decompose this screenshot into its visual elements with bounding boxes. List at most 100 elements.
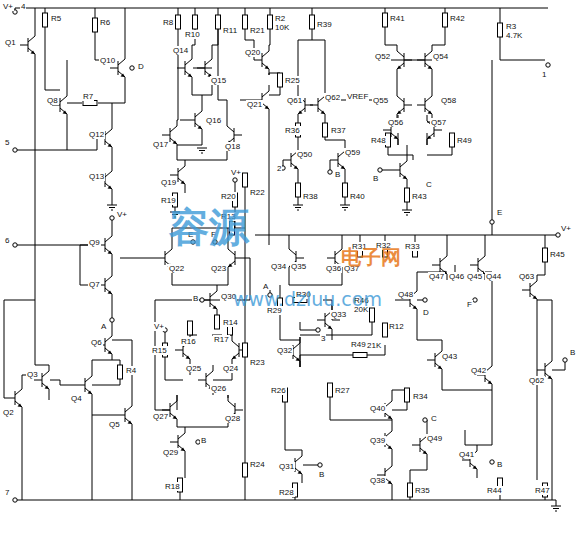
- watermark: www.dzluu.com: [232, 288, 383, 310]
- part-label: Q26: [210, 384, 227, 393]
- part-label: 1: [541, 70, 547, 79]
- part-label: Q15: [210, 76, 227, 85]
- part-label: Q9: [88, 238, 101, 247]
- part-label: Q44: [485, 272, 502, 281]
- part-label: Q23: [210, 264, 227, 273]
- part-label: D: [422, 308, 430, 317]
- part-label: Q41: [458, 450, 475, 459]
- ground-symbols: [107, 148, 561, 511]
- part-label: 4.7K: [505, 31, 523, 40]
- part-label: Q4: [70, 394, 83, 403]
- part-label: Q6: [90, 338, 103, 347]
- part-label: Q49: [426, 434, 443, 443]
- part-label: R8: [162, 18, 174, 27]
- transistor-symbols: [7, 30, 552, 490]
- part-label: V+: [230, 168, 242, 177]
- part-label: Q22: [168, 264, 185, 273]
- terminals: [13, 10, 567, 502]
- part-label: 10K: [274, 23, 290, 32]
- part-label: R48: [370, 136, 387, 145]
- part-label: R10: [184, 30, 201, 39]
- part-label: R17: [213, 335, 230, 344]
- part-label: R16: [180, 337, 197, 346]
- part-label: R7: [82, 92, 94, 101]
- part-label: R47: [534, 486, 551, 495]
- part-label: Q38: [369, 476, 386, 485]
- part-label: R14: [222, 318, 239, 327]
- part-label: Q27: [152, 412, 169, 421]
- part-label: V+: [116, 210, 128, 219]
- part-label: R36: [284, 126, 301, 135]
- part-label: Q10: [99, 56, 116, 65]
- part-label: R45: [549, 250, 566, 259]
- part-label: Q13: [88, 172, 105, 181]
- part-label: B: [372, 174, 379, 183]
- part-label: Q29: [162, 448, 179, 457]
- part-label: R42: [449, 14, 466, 23]
- part-label: Q40: [369, 404, 386, 413]
- part-label: Q45: [466, 272, 483, 281]
- watermark: 电子网: [340, 246, 402, 268]
- part-label: Q43: [441, 352, 458, 361]
- watermark: 容源: [168, 205, 250, 249]
- part-label: C: [430, 414, 438, 423]
- part-label: Q5: [108, 420, 121, 429]
- part-label: D: [137, 62, 145, 71]
- part-label: 4: [20, 2, 26, 11]
- part-label: B: [334, 170, 341, 179]
- part-label: Q54: [432, 52, 449, 61]
- part-label: Q47: [428, 272, 445, 281]
- part-label: R34: [412, 392, 429, 401]
- part-label: R28: [278, 488, 295, 497]
- part-label: F: [466, 300, 473, 309]
- part-label: R19: [160, 196, 177, 205]
- part-label: A: [100, 322, 107, 331]
- part-label: Q21: [246, 100, 263, 109]
- part-label: Q20: [244, 48, 261, 57]
- part-label: R2: [274, 14, 286, 23]
- part-label: R25: [284, 76, 301, 85]
- part-label: Q2: [2, 408, 15, 417]
- part-label: R22: [249, 188, 266, 197]
- part-label: 3: [320, 334, 326, 343]
- part-label: Q17: [152, 140, 169, 149]
- part-label: B: [200, 436, 207, 445]
- part-label: R49: [350, 340, 367, 349]
- part-label: R11: [222, 26, 238, 35]
- part-label: Q7: [88, 280, 101, 289]
- part-label: R38: [302, 192, 319, 201]
- part-label: R5: [50, 14, 62, 23]
- part-label: R27: [334, 386, 351, 395]
- part-label: 2: [276, 164, 282, 173]
- part-label: Q14: [172, 46, 189, 55]
- part-label: Q28: [224, 414, 241, 423]
- part-label: Q52: [374, 52, 391, 61]
- part-label: Q59: [344, 148, 361, 157]
- part-label: V+: [2, 2, 14, 11]
- part-label: Q12: [88, 130, 105, 139]
- part-label: Q62: [528, 376, 545, 385]
- part-label: B: [496, 460, 503, 469]
- part-label: R15: [151, 346, 168, 355]
- part-label: R41: [389, 14, 406, 23]
- part-label: C: [425, 180, 433, 189]
- part-label: Q46: [448, 272, 465, 281]
- part-label: B: [318, 470, 325, 479]
- part-label: Q50: [296, 150, 313, 159]
- part-label: Q32: [276, 346, 293, 355]
- part-label: Q39: [369, 436, 386, 445]
- part-label: R43: [411, 192, 428, 201]
- part-label: Q3: [26, 370, 39, 379]
- part-label: R44: [486, 486, 503, 495]
- part-label: Q25: [185, 364, 202, 373]
- part-label: Q62: [324, 93, 341, 102]
- part-label: Q48: [397, 290, 414, 299]
- part-label: Q58: [440, 96, 457, 105]
- part-label: 6: [4, 236, 10, 245]
- part-label: R20: [220, 192, 237, 201]
- part-label: R37: [330, 126, 347, 135]
- part-label: R40: [349, 192, 366, 201]
- part-label: Q36: [325, 264, 342, 273]
